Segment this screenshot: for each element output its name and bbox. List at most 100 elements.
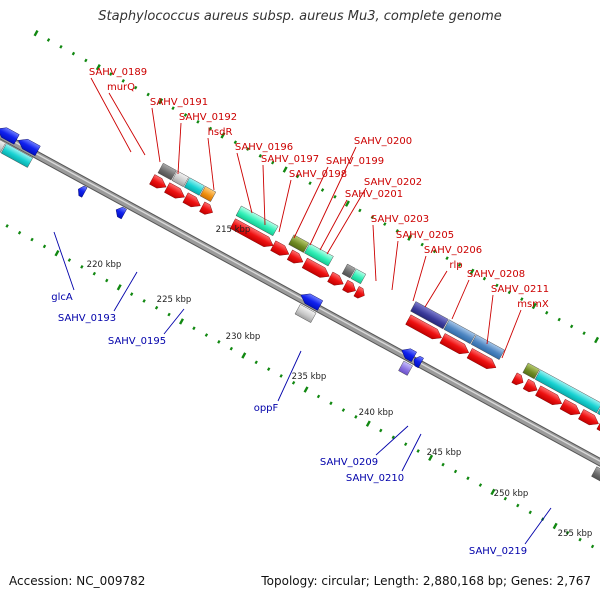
forward-gene-label[interactable]: SAHV_0196 xyxy=(235,142,293,153)
forward-gene-label[interactable]: hsdR xyxy=(208,127,233,138)
reverse-gene-label[interactable]: SAHV_0193 xyxy=(58,313,116,324)
forward-gene-label[interactable]: SAHV_0208 xyxy=(467,269,525,280)
reverse-gene-arrow[interactable] xyxy=(76,184,88,198)
tick-track-upper xyxy=(33,29,600,344)
reverse-cog-box[interactable] xyxy=(591,466,600,482)
forward-gene-label[interactable]: SAHV_0199 xyxy=(326,156,384,167)
kbp-tick-label: 255 kbp xyxy=(558,529,593,539)
forward-gene-arrow[interactable] xyxy=(164,182,187,202)
reverse-gene-label[interactable]: glcA xyxy=(51,292,73,303)
forward-gene-arrow[interactable] xyxy=(596,419,600,437)
forward-label-leader xyxy=(90,77,132,153)
reverse-label-leader xyxy=(163,308,185,335)
forward-gene-label[interactable]: murQ xyxy=(107,82,135,93)
lower-tick xyxy=(354,415,358,419)
reverse-gene-arrow[interactable] xyxy=(411,354,424,369)
forward-gene-arrow[interactable] xyxy=(405,314,445,343)
forward-cog-box[interactable] xyxy=(171,170,189,188)
reverse-label-leader xyxy=(375,425,409,456)
reverse-gene-arrow[interactable] xyxy=(399,345,417,363)
upper-tick xyxy=(158,98,164,105)
reverse-cog-box[interactable] xyxy=(398,360,413,376)
forward-gene-arrow[interactable] xyxy=(327,271,346,289)
lower-tick xyxy=(478,483,483,487)
forward-gene-arrow[interactable] xyxy=(522,378,540,395)
upper-tick xyxy=(71,51,76,56)
reverse-gene-arrow[interactable] xyxy=(298,290,324,311)
forward-gene-arrow[interactable] xyxy=(286,249,305,267)
forward-gene-arrow[interactable] xyxy=(199,201,215,217)
reverse-gene-label[interactable]: oppF xyxy=(254,403,279,414)
label-leader-lines xyxy=(53,77,552,545)
forward-cog-box[interactable] xyxy=(534,369,600,414)
reverse-gene-label[interactable]: SAHV_0209 xyxy=(320,457,378,468)
forward-gene-label[interactable]: msmX xyxy=(517,299,549,310)
forward-gene-arrow[interactable] xyxy=(466,348,499,372)
lower-tick xyxy=(192,326,196,331)
forward-gene-label[interactable]: rlp xyxy=(449,260,462,271)
forward-label-leader xyxy=(372,224,377,282)
forward-gene-arrow[interactable] xyxy=(301,257,332,281)
reverse-gene-label[interactable]: SAHV_0210 xyxy=(346,473,404,484)
forward-cog-box[interactable] xyxy=(522,362,540,380)
forward-gene-label[interactable]: SAHV_0205 xyxy=(396,230,454,241)
reverse-cog-box[interactable] xyxy=(0,143,34,168)
upper-tick xyxy=(33,29,39,37)
forward-gene-arrow[interactable] xyxy=(229,218,276,251)
lower-tick xyxy=(490,488,496,496)
forward-cog-box[interactable] xyxy=(443,319,476,345)
forward-gene-label[interactable]: SAHV_0192 xyxy=(179,112,237,123)
forward-gene-arrow[interactable] xyxy=(439,333,472,357)
forward-gene-arrow[interactable] xyxy=(578,409,600,428)
upper-tick xyxy=(121,79,125,83)
upper-tick xyxy=(395,229,399,233)
forward-label-leader xyxy=(319,199,348,251)
reverse-gene-arrow[interactable] xyxy=(113,205,127,220)
forward-cog-box[interactable] xyxy=(410,301,449,330)
forward-gene-label[interactable]: SAHV_0191 xyxy=(150,97,208,108)
forward-gene-label[interactable]: SAHV_0201 xyxy=(345,189,403,200)
forward-gene-label[interactable]: SAHV_0189 xyxy=(89,67,147,78)
forward-gene-label[interactable]: SAHV_0197 xyxy=(261,154,319,165)
forward-cog-box[interactable] xyxy=(350,268,367,285)
forward-gene-arrow[interactable] xyxy=(559,398,583,418)
upper-tick xyxy=(171,106,175,111)
lower-tick xyxy=(316,394,321,399)
forward-cog-box[interactable] xyxy=(304,243,334,267)
forward-cog-box[interactable] xyxy=(470,334,505,360)
forward-cog-box[interactable] xyxy=(341,263,356,279)
forward-gene-arrow[interactable] xyxy=(270,240,292,259)
reverse-gene-label[interactable]: SAHV_0219 xyxy=(469,546,527,557)
forward-gene-label[interactable]: SAHV_0200 xyxy=(354,136,412,147)
forward-gene-label[interactable]: SAHV_0198 xyxy=(289,169,347,180)
forward-cog-box[interactable] xyxy=(199,185,217,202)
lower-tick xyxy=(229,346,234,351)
topology-text: Topology: circular; Length: 2,880,168 bp… xyxy=(261,574,591,588)
reverse-gene-arrow[interactable] xyxy=(16,136,41,157)
forward-gene-label[interactable]: SAHV_0202 xyxy=(364,177,422,188)
reverse-label-leader xyxy=(53,231,75,291)
forward-gene-label[interactable]: SAHV_0206 xyxy=(424,245,482,256)
forward-gene-arrow[interactable] xyxy=(353,286,367,300)
reverse-gene-arrow[interactable] xyxy=(0,124,20,145)
forward-cog-box[interactable] xyxy=(288,234,310,253)
upper-tick xyxy=(220,132,226,139)
forward-gene-arrow[interactable] xyxy=(342,279,358,295)
reverse-cog-box[interactable] xyxy=(294,304,317,323)
upper-tick xyxy=(407,234,413,241)
forward-label-leader xyxy=(451,279,470,320)
forward-gene-label[interactable]: SAHV_0203 xyxy=(371,214,429,225)
forward-gene-arrow[interactable] xyxy=(511,372,526,387)
reverse-cog-box[interactable] xyxy=(0,134,6,153)
forward-gene-arrow[interactable] xyxy=(149,174,168,192)
upper-tick xyxy=(495,283,499,288)
forward-gene-label[interactable]: SAHV_0211 xyxy=(491,284,549,295)
lower-tick xyxy=(291,380,296,385)
forward-cog-box[interactable] xyxy=(183,177,205,196)
reverse-gene-label[interactable]: SAHV_0195 xyxy=(108,336,166,347)
forward-cog-box[interactable] xyxy=(157,162,177,181)
forward-gene-arrow[interactable] xyxy=(535,385,564,409)
forward-cog-box[interactable] xyxy=(235,205,279,237)
forward-gene-arrow[interactable] xyxy=(182,192,203,211)
